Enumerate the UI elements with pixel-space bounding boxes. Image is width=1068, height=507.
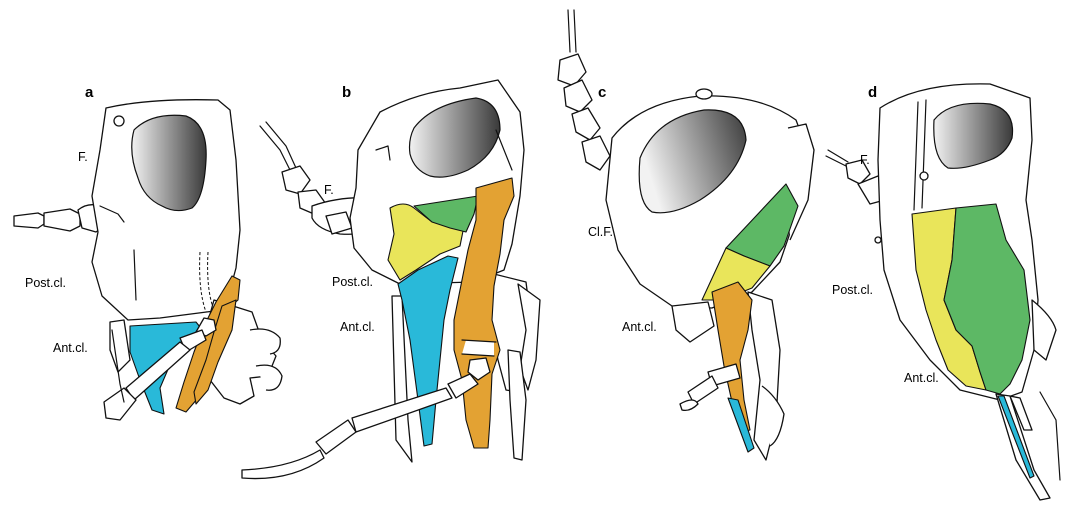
panel-letter-b: b <box>342 84 351 101</box>
label-f-d: F. <box>860 153 870 167</box>
label-f-a: F. <box>78 150 88 164</box>
panel-letter-a: a <box>85 84 94 101</box>
antenna-a <box>14 205 106 232</box>
label-clf-c: Cl.F. <box>588 225 613 239</box>
label-f-b: F. <box>324 183 334 197</box>
panel-a: a F. <box>14 84 282 420</box>
panel-letter-c: c <box>598 84 606 101</box>
label-ant-cl-d: Ant.cl. <box>904 371 939 385</box>
label-post-cl-a: Post.cl. <box>25 276 66 290</box>
label-post-cl-d: Post.cl. <box>832 283 873 297</box>
label-ant-cl-c: Ant.cl. <box>622 320 657 334</box>
panel-c: c Cl.F. Ant <box>558 10 814 460</box>
ocellus-d <box>920 172 928 180</box>
label-post-cl-b: Post.cl. <box>332 275 373 289</box>
ocellus-a <box>114 116 124 126</box>
label-ant-cl-b: Ant.cl. <box>340 320 375 334</box>
label-ant-cl-a: Ant.cl. <box>53 341 88 355</box>
panel-d: d F. Post.cl. Ant.cl. <box>826 84 1060 500</box>
ocellus-c <box>696 89 712 99</box>
panel-b: b <box>242 80 540 479</box>
panel-letter-d: d <box>868 84 877 101</box>
